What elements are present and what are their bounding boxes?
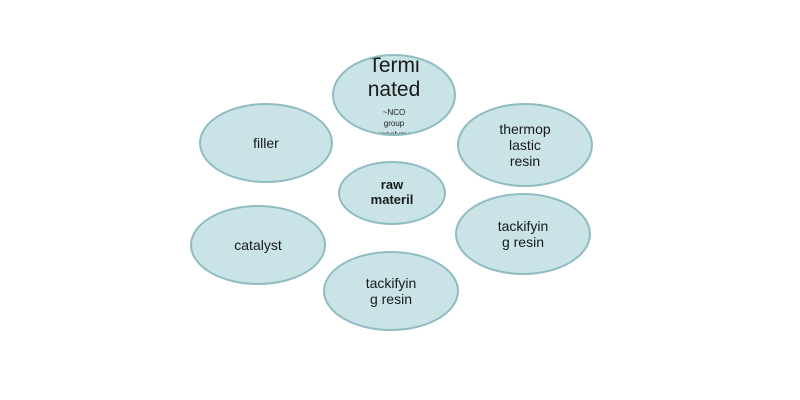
node-terminated-title: Termi nated — [367, 54, 421, 101]
node-tackifying-bottom-label: tackifyin g resin — [365, 274, 417, 307]
node-tackifying-right-label: tackifyin g resin — [497, 217, 549, 250]
node-tackifying-resin-bottom: tackifyin g resin — [323, 251, 459, 331]
node-raw-material-center: raw materil — [338, 161, 446, 225]
node-catalyst-label: catalyst — [234, 236, 282, 253]
node-filler-label: filler — [253, 134, 279, 151]
node-thermoplastic-label: thermop lastic resin — [499, 120, 551, 170]
node-catalyst: catalyst — [190, 205, 326, 285]
node-center-label: raw materil — [370, 177, 414, 207]
node-filler: filler — [199, 103, 333, 183]
node-tackifying-resin-right: tackifyin g resin — [455, 193, 591, 275]
node-terminated-prepolymer: Termi nated ~NCO group prepolymer — [332, 54, 456, 136]
node-thermoplastic-resin: thermop lastic resin — [457, 103, 593, 187]
node-terminated-subtitle: ~NCO group prepolymer — [373, 107, 414, 136]
